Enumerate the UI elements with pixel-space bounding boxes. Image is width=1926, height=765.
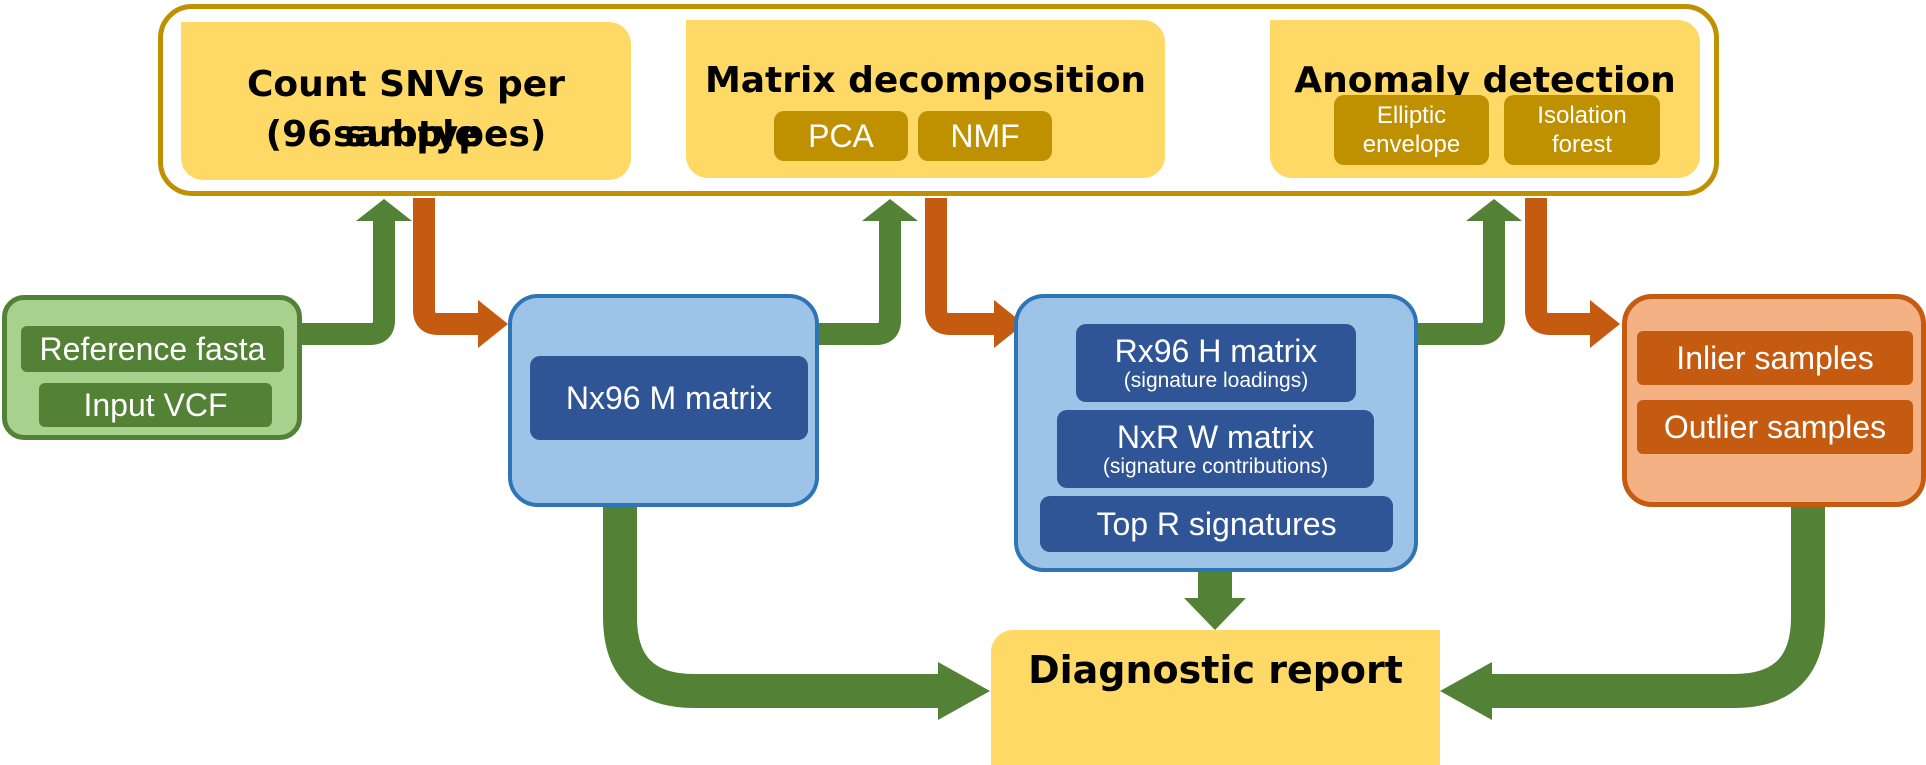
arrow-decomp-to-hw-head — [994, 300, 1024, 348]
arrow-count-to-m — [413, 198, 484, 335]
arrow-hw-to-anomaly — [1418, 215, 1505, 345]
h-matrix-chip: Rx96 H matrix (signature loadings) — [1076, 324, 1356, 402]
count-snvs-box: Count SNVs per sample (96 subtypes) — [181, 22, 631, 180]
arrow-decomp-to-hw — [925, 198, 1000, 335]
diagnostic-report-box: Diagnostic report — [991, 630, 1440, 765]
arrow-samples-to-report-head — [1440, 662, 1492, 720]
isolation-line1: Isolation — [1537, 102, 1627, 129]
arrow-inputs-to-count-head — [356, 199, 412, 221]
isolation-line2: forest — [1551, 131, 1613, 158]
elliptic-line1: Elliptic — [1376, 102, 1447, 129]
h-matrix-sublabel: (signature loadings) — [1123, 369, 1309, 392]
method-nmf: NMF — [918, 111, 1052, 161]
matrix-decomposition-box: Matrix decomposition PCA NMF — [686, 20, 1165, 178]
input-vcf: Input VCF — [39, 383, 272, 427]
w-matrix-sublabel: (signature contributions) — [1102, 455, 1329, 478]
w-matrix-chip: NxR W matrix (signature contributions) — [1057, 410, 1374, 488]
top-signatures-label: Top R signatures — [1096, 506, 1337, 542]
m-matrix-box: Nx96 M matrix — [508, 294, 819, 507]
arrow-hw-to-report-head — [1184, 598, 1246, 630]
matrix-decomposition-title: Matrix decomposition — [704, 60, 1147, 101]
arrow-anomaly-to-samples — [1525, 198, 1596, 335]
arrow-m-to-decomp — [818, 215, 901, 345]
m-matrix-label: Nx96 M matrix — [565, 380, 773, 416]
outlier-samples: Outlier samples — [1637, 400, 1913, 454]
top-signatures-chip: Top R signatures — [1040, 496, 1393, 552]
arrow-m-to-report-head — [938, 662, 990, 720]
arrow-samples-to-report — [1490, 505, 1825, 708]
arrow-hw-to-report — [1198, 570, 1232, 600]
method-isolation-forest: Isolation forest — [1504, 95, 1660, 165]
anomaly-detection-title: Anomaly detection — [1294, 60, 1676, 101]
elliptic-line2: envelope — [1362, 131, 1461, 158]
w-matrix-label: NxR W matrix — [1116, 419, 1315, 455]
count-snvs-title: Count SNVs per sample — [247, 64, 565, 155]
samples-box: Inlier samples Outlier samples — [1622, 294, 1926, 507]
h-matrix-label: Rx96 H matrix — [1114, 333, 1318, 369]
arrow-inputs-to-count — [300, 215, 395, 345]
method-elliptic-envelope: Elliptic envelope — [1334, 95, 1489, 165]
m-matrix-chip: Nx96 M matrix — [530, 356, 808, 440]
diagnostic-report-title: Diagnostic report — [1028, 648, 1403, 692]
input-reference-fasta: Reference fasta — [21, 326, 284, 372]
arrow-count-to-m-head — [478, 300, 508, 348]
method-pca: PCA — [774, 111, 908, 161]
arrow-hw-to-anomaly-head — [1466, 199, 1522, 221]
arrow-m-to-decomp-head — [862, 199, 918, 221]
inlier-samples: Inlier samples — [1637, 331, 1913, 385]
arrow-anomaly-to-samples-head — [1590, 300, 1620, 348]
count-snvs-subtitle: (96 subtypes) — [265, 114, 547, 155]
anomaly-detection-box: Anomaly detection Elliptic envelope Isol… — [1270, 20, 1700, 178]
factorization-box: Rx96 H matrix (signature loadings) NxR W… — [1014, 294, 1418, 572]
inputs-box: Reference fasta Input VCF — [2, 295, 302, 440]
arrow-m-to-report — [603, 505, 940, 708]
